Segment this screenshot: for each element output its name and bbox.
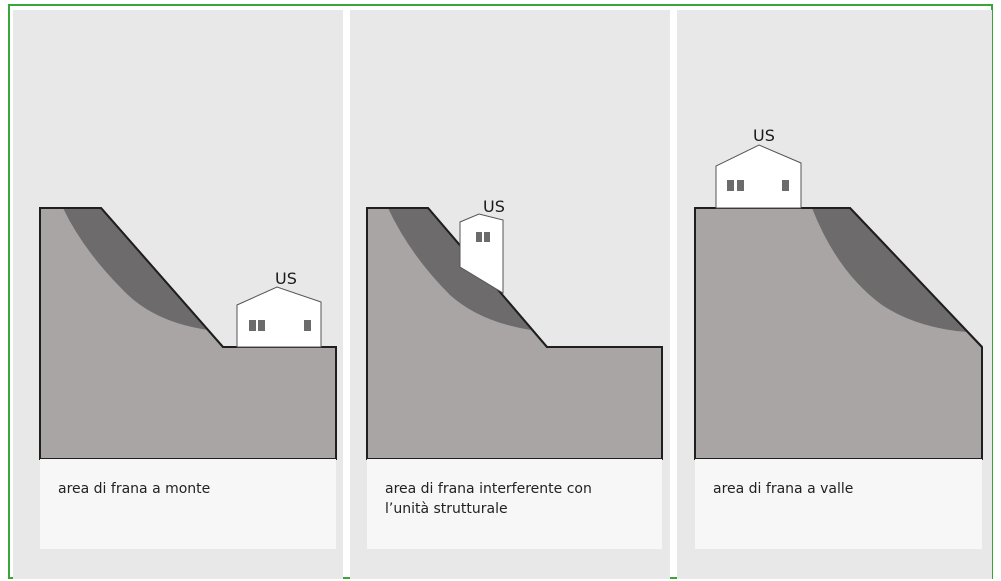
landslide-area: [812, 208, 967, 332]
panel-landslide-downslope: US area di frana a valle: [677, 10, 992, 579]
slope-diagram-1: [39, 207, 337, 460]
house-window: [737, 180, 744, 191]
slope-diagram-3: [694, 144, 983, 460]
house-window: [782, 180, 789, 191]
caption-line: area di frana a monte: [58, 481, 211, 497]
house-window: [249, 320, 256, 331]
caption: area di frana interferente con l’unità s…: [367, 459, 662, 549]
house-window: [484, 232, 490, 242]
house-window: [476, 232, 482, 242]
house-us: [459, 213, 504, 294]
slope-diagram-2: [366, 207, 663, 460]
house-label: US: [483, 197, 505, 216]
panel-landslide-upslope: US area di frana a monte: [13, 10, 343, 579]
caption: area di frana a valle: [695, 459, 982, 549]
house-us: [715, 144, 802, 209]
landslide-area: [388, 208, 531, 330]
house-window: [304, 320, 311, 331]
caption-line: l’unità strutturale: [385, 501, 508, 517]
house-body: [715, 144, 802, 209]
caption-line: area di frana interferente con: [385, 481, 592, 497]
landslide-area: [63, 208, 208, 330]
house-body: [236, 286, 322, 348]
house-label: US: [275, 269, 297, 288]
house-window: [727, 180, 734, 191]
house-window: [258, 320, 265, 331]
house-body: [459, 213, 504, 294]
caption-line: area di frana a valle: [713, 481, 854, 497]
panel-landslide-interfering: US area di frana interferente con l’unit…: [350, 10, 670, 579]
house-us: [236, 286, 322, 348]
caption: area di frana a monte: [40, 459, 336, 549]
house-label: US: [753, 126, 775, 145]
